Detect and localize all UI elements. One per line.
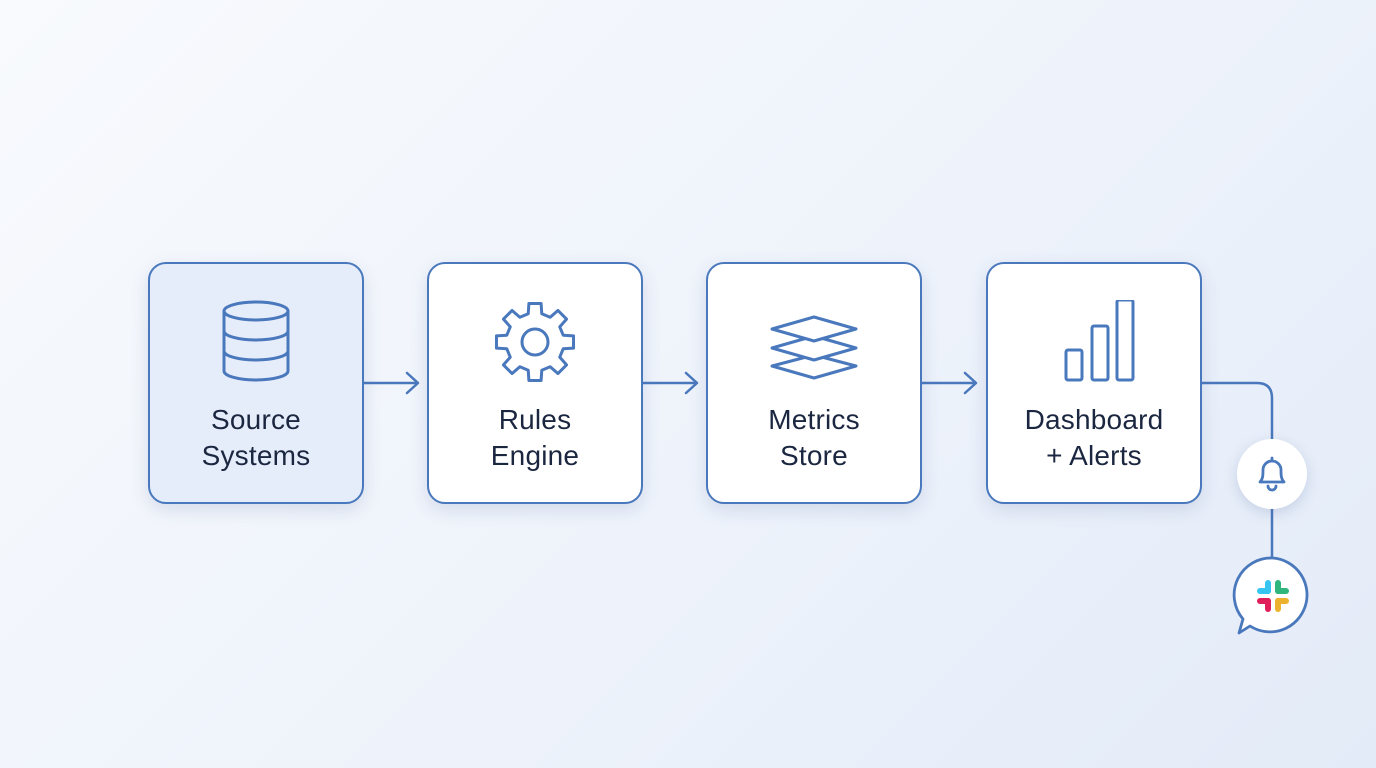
arrow-metrics-to-dashboard	[920, 371, 978, 395]
layers-icon	[764, 300, 864, 386]
bell-icon	[1258, 456, 1286, 492]
node-metrics-store: Metrics Store	[706, 262, 922, 504]
node-label-line1: Source	[211, 404, 301, 435]
node-label-line2: + Alerts	[1046, 440, 1142, 471]
node-dashboard-alerts: Dashboard + Alerts	[986, 262, 1202, 504]
node-label-line1: Dashboard	[1024, 404, 1164, 435]
bar-chart-icon	[1044, 300, 1144, 386]
node-label-line1: Metrics	[768, 404, 860, 435]
node-label-line1: Rules	[498, 404, 572, 435]
slack-badge	[1232, 556, 1313, 636]
node-label-line2: Systems	[201, 440, 311, 471]
connector-dashboard-to-bell	[1200, 381, 1274, 442]
database-icon	[206, 300, 306, 386]
gear-icon	[485, 300, 585, 386]
slack-icon	[1232, 556, 1309, 635]
arrow-rules-to-metrics	[641, 371, 699, 395]
node-label-line2: Engine	[490, 440, 580, 471]
node-rules-engine: Rules Engine	[427, 262, 643, 504]
node-source-systems: Source Systems	[148, 262, 364, 504]
node-label-line2: Store	[780, 440, 848, 471]
arrow-source-to-rules	[362, 371, 420, 395]
bell-badge	[1237, 439, 1307, 509]
